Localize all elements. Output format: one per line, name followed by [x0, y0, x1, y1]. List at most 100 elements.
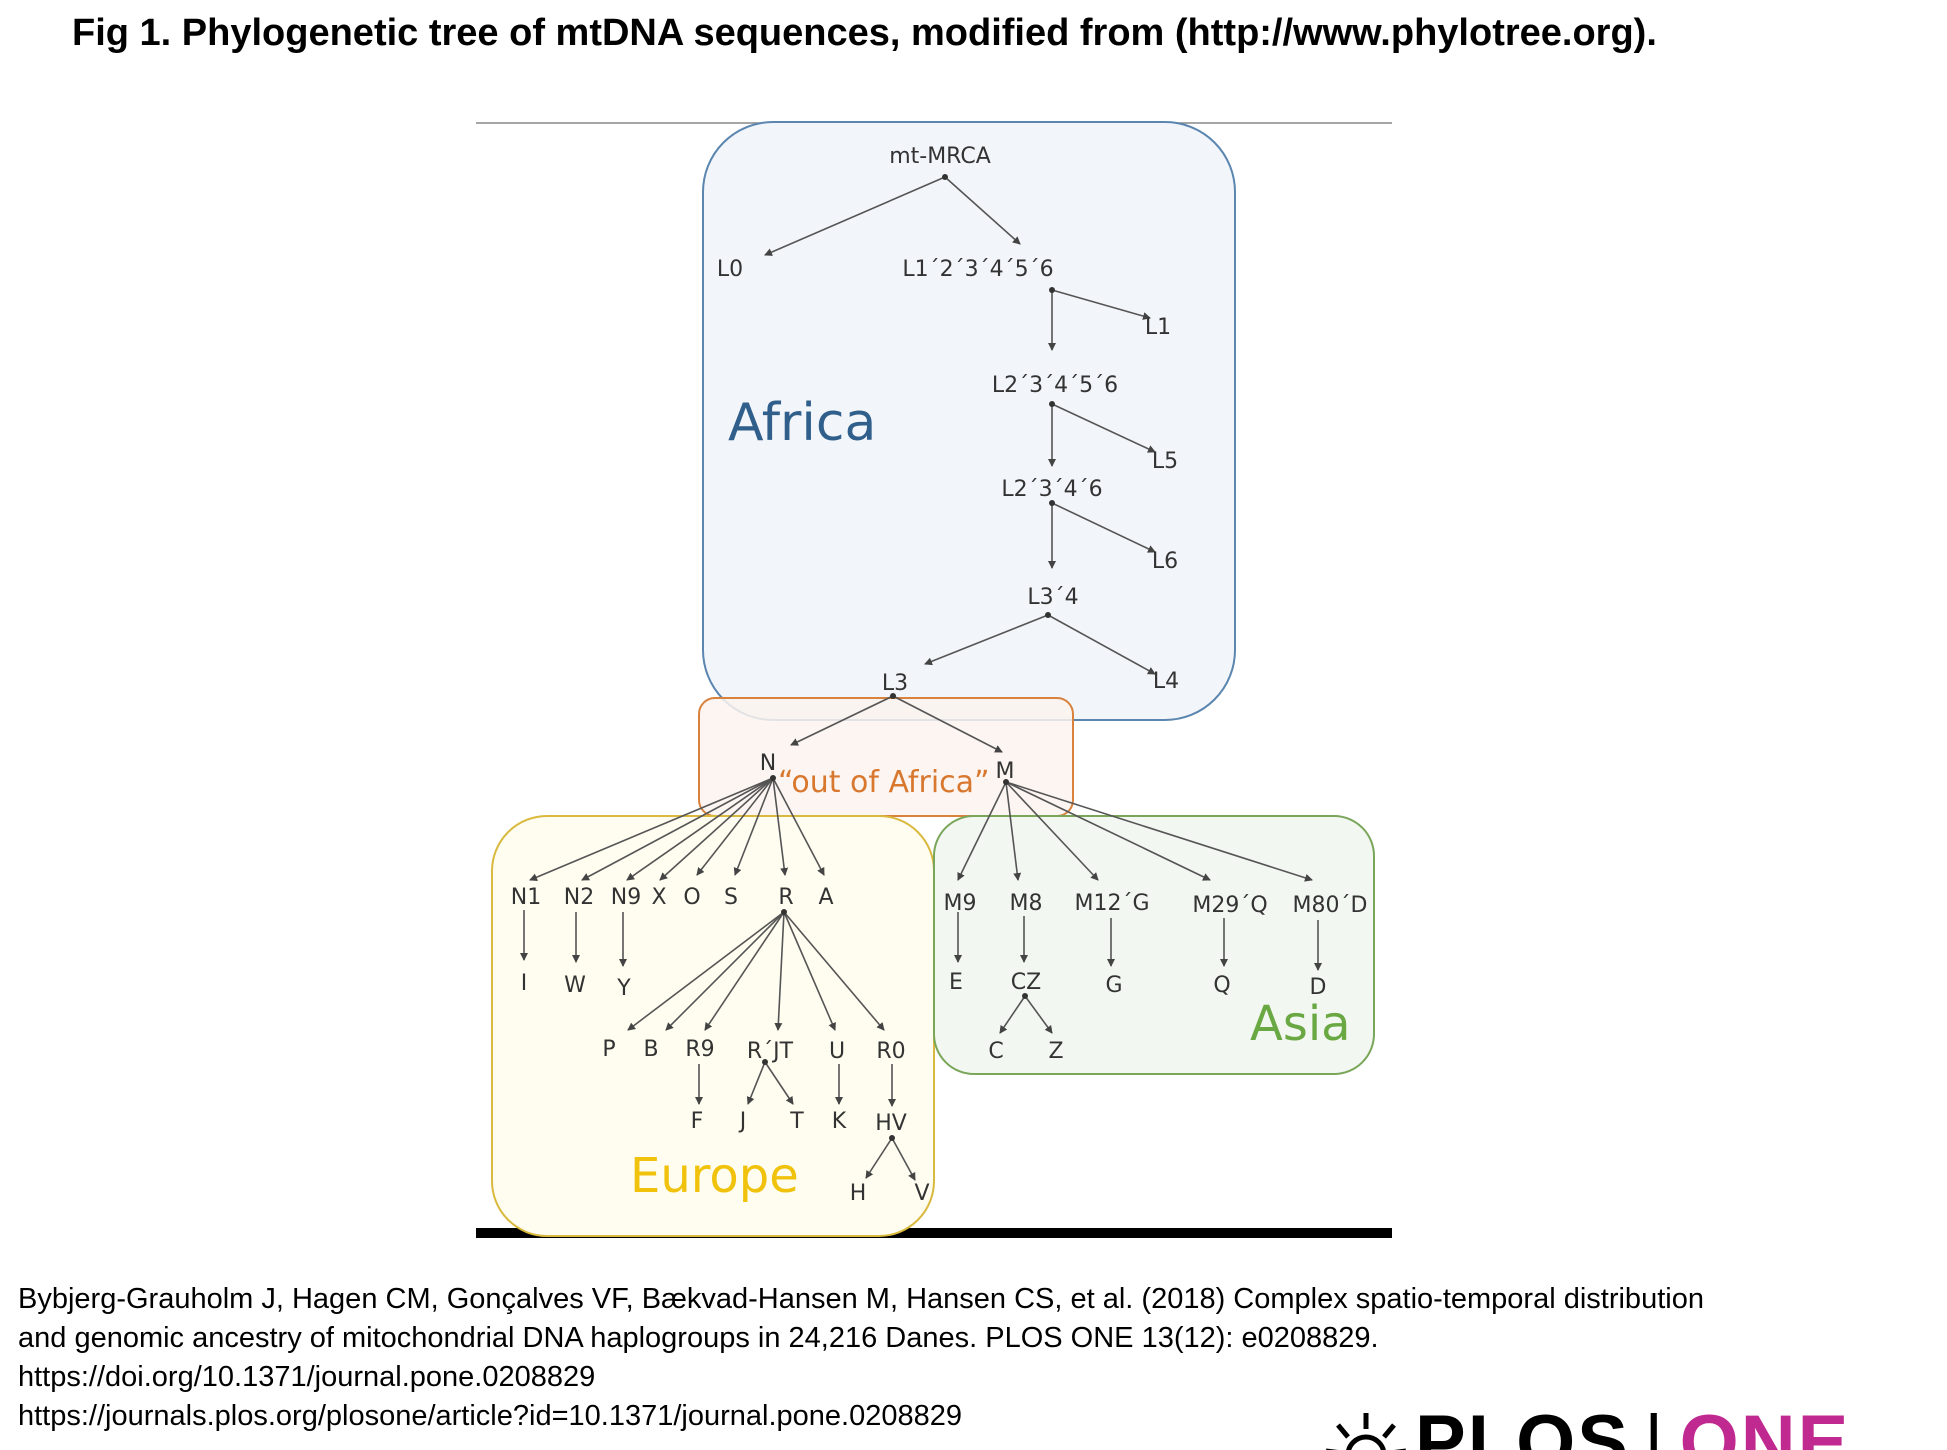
node-label-R0: R0: [876, 1039, 905, 1064]
edge-R-U: [783, 911, 836, 1031]
node-label-K: K: [832, 1109, 847, 1134]
node-label-N: N: [760, 751, 776, 776]
node-label-Y: Y: [616, 976, 631, 1001]
node-label-T: T: [789, 1109, 804, 1134]
node-label-RJT: R´JT: [747, 1039, 794, 1064]
logo-separator: |: [1643, 1405, 1666, 1450]
africa-label: Africa: [728, 393, 876, 453]
edge-L2_6-L5: [1051, 403, 1156, 453]
edge-L1_6-L1: [1051, 289, 1151, 320]
citation-line-1: Bybjerg-Grauholm J, Hagen CM, Gonçalves …: [18, 1283, 1704, 1315]
citation-caption: Bybjerg-Grauholm J, Hagen CM, Gonçalves …: [18, 1280, 1704, 1436]
node-label-Q: Q: [1213, 973, 1230, 998]
node-label-X: X: [651, 885, 666, 910]
node-dot-RJT: [762, 1059, 768, 1065]
edge-R-P: [627, 911, 785, 1031]
node-dot-N: [770, 775, 776, 781]
plos-sunburst-icon: [1326, 1413, 1406, 1450]
node-label-B: B: [643, 1037, 658, 1062]
out-of-africa-label: “out of Africa”: [778, 765, 990, 800]
node-dot-L2346: [1049, 500, 1055, 506]
edge-HV-H: [865, 1137, 893, 1179]
edge-N-X: [659, 777, 774, 881]
node-label-L5: L5: [1152, 449, 1178, 474]
plos-one-wordmark: PLOS | ONE: [1415, 1405, 1850, 1450]
node-label-L1_6: L1´2´3´4´5´6: [902, 257, 1053, 282]
node-label-N2: N2: [564, 885, 594, 910]
edge-N-S: [733, 777, 774, 876]
node-label-M29Q: M29´Q: [1192, 893, 1267, 918]
node-label-L2346: L2´3´4´6: [1001, 477, 1102, 502]
logo-one-text: ONE: [1679, 1405, 1851, 1450]
asia-region: [933, 815, 1375, 1075]
citation-article-link[interactable]: https://journals.plos.org/plosone/articl…: [18, 1400, 962, 1432]
figure-title: Fig 1. Phylogenetic tree of mtDNA sequen…: [72, 12, 1657, 54]
node-dot-L34: [1045, 612, 1051, 618]
node-label-H: H: [850, 1181, 867, 1206]
node-label-M8: M8: [1010, 891, 1043, 916]
edge-N-N9: [626, 777, 774, 881]
edge-CZ-Z: [1024, 995, 1053, 1034]
node-label-A: A: [818, 885, 833, 910]
edge-RJT-T: [764, 1061, 794, 1105]
edge-R-RJT: [774, 911, 785, 1031]
node-label-CZ: CZ: [1011, 970, 1041, 995]
node-label-R9: R9: [685, 1037, 714, 1062]
node-dot-HV: [889, 1135, 895, 1141]
node-label-L6: L6: [1152, 549, 1178, 574]
node-label-R: R: [778, 885, 793, 910]
node-dot-CZ: [1022, 993, 1028, 999]
node-label-M80D: M80´D: [1293, 893, 1368, 918]
edge-L3-N: [790, 695, 894, 746]
node-label-M12G: M12´G: [1074, 891, 1149, 916]
edge-N-O: [696, 777, 774, 876]
node-label-L4: L4: [1153, 669, 1179, 694]
node-label-W: W: [564, 973, 586, 998]
node-dot-R: [781, 909, 787, 915]
edge-R-R0: [783, 911, 885, 1031]
node-label-O: O: [683, 885, 700, 910]
node-label-L2_6: L2´3´4´5´6: [992, 373, 1118, 398]
node-label-Z: Z: [1048, 1039, 1063, 1064]
edge-L34-L4: [1047, 614, 1156, 675]
node-label-J: J: [738, 1109, 747, 1134]
edge-M-M12G: [1005, 781, 1099, 881]
node-label-S: S: [724, 885, 738, 910]
node-label-U: U: [829, 1039, 845, 1064]
node-label-D: D: [1310, 975, 1327, 1000]
node-dots: [762, 174, 1055, 1141]
edge-CZ-C: [999, 995, 1026, 1034]
edge-L2346-L6: [1051, 502, 1156, 553]
asia-label: Asia: [1250, 996, 1351, 1052]
edge-RJT-J: [746, 1061, 766, 1105]
node-dot-L3: [890, 693, 896, 699]
node-label-V: V: [914, 1181, 929, 1206]
tree-edges: [520, 176, 1322, 1181]
logo-plos-text: PLOS: [1415, 1405, 1630, 1450]
node-dot-M: [1003, 779, 1009, 785]
edge-L34-L3: [924, 614, 1049, 666]
citation-doi-link[interactable]: https://doi.org/10.1371/journal.pone.020…: [18, 1361, 596, 1393]
edge-R-B: [665, 911, 785, 1031]
node-label-L1: L1: [1145, 315, 1171, 340]
figure-bottom-bar: [476, 1228, 1392, 1238]
edge-N-R: [772, 777, 789, 876]
edge-M-M29Q: [1005, 781, 1211, 881]
edge-root-L1_6: [944, 176, 1021, 245]
node-label-N1: N1: [511, 885, 541, 910]
node-dot-L2_6: [1049, 401, 1055, 407]
node-dot-root: [942, 174, 948, 180]
node-label-G: G: [1105, 973, 1122, 998]
node-label-F: F: [691, 1109, 704, 1134]
node-label-M9: M9: [944, 891, 977, 916]
node-label-M: M: [996, 759, 1015, 784]
node-label-C: C: [988, 1039, 1003, 1064]
node-dot-L1_6: [1049, 287, 1055, 293]
node-label-P: P: [602, 1037, 615, 1062]
node-label-L0: L0: [717, 257, 743, 282]
node-label-N9: N9: [611, 885, 641, 910]
edge-N-N1: [529, 777, 774, 881]
edge-M-M8: [1005, 781, 1022, 881]
edge-root-L0: [764, 176, 946, 256]
node-label-root: mt-MRCA: [889, 144, 991, 169]
